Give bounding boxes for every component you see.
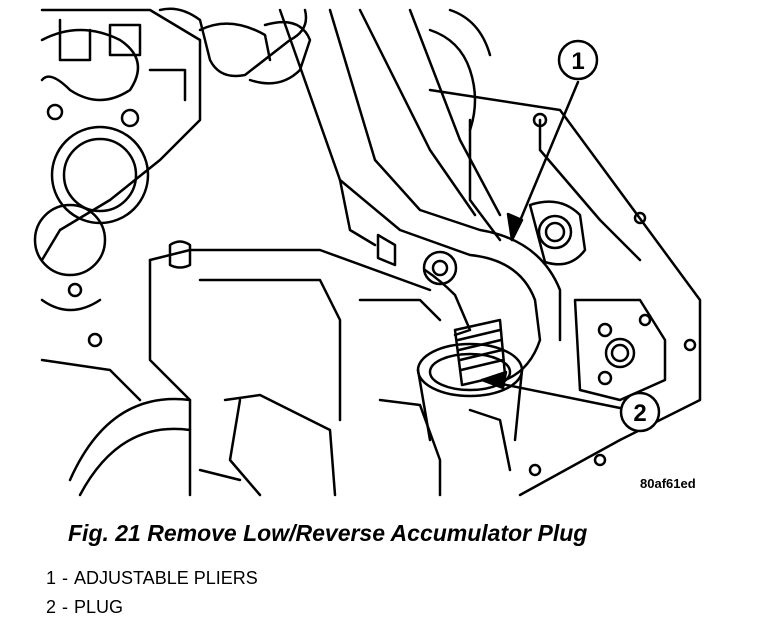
lower-housing — [68, 240, 512, 497]
figure-reference-code: 80af61ed — [640, 476, 696, 491]
figure-caption: Fig. 21 Remove Low/Reverse Accumulator P… — [68, 520, 588, 546]
technical-illustration: 1 2 — [33, 7, 702, 497]
valve-body — [33, 8, 202, 402]
callout-circle-2 — [619, 391, 661, 433]
legend-label: PLUG — [74, 597, 124, 617]
legend-number: 1 — [46, 568, 57, 588]
legend-list: 1-ADJUSTABLE PLIERS 2-PLUG — [46, 565, 258, 623]
callout-leader-1 — [506, 80, 580, 242]
transmission-case — [428, 88, 702, 497]
legend-separator: - — [62, 568, 69, 588]
callout-leader-2 — [480, 370, 622, 410]
legend-item: 1-ADJUSTABLE PLIERS — [46, 565, 258, 594]
callout-number-2: 2 — [633, 400, 646, 427]
callout-number-1: 1 — [571, 48, 584, 75]
adjustable-pliers — [278, 8, 562, 382]
legend-item: 2-PLUG — [46, 594, 258, 623]
legend-label: ADJUSTABLE PLIERS — [74, 568, 258, 588]
callout-circle-1 — [557, 39, 599, 81]
technician-hand — [158, 7, 492, 132]
legend-separator: - — [62, 597, 69, 617]
legend-number: 2 — [46, 597, 57, 617]
